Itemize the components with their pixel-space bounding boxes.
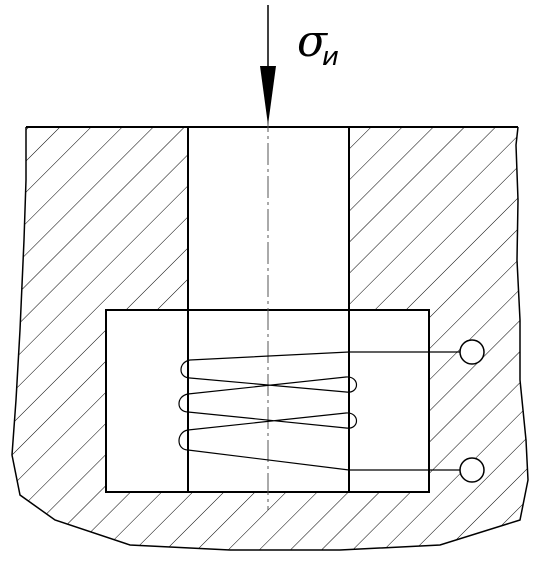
load-subscript: и <box>322 42 339 72</box>
terminal-top <box>459 339 485 365</box>
left-break-line <box>11 127 231 551</box>
right-break-line <box>230 126 529 551</box>
load-symbol: σ <box>297 16 328 67</box>
load-arrow-head <box>260 66 276 125</box>
coil-winding <box>178 351 460 471</box>
terminal-bottom <box>459 457 485 483</box>
